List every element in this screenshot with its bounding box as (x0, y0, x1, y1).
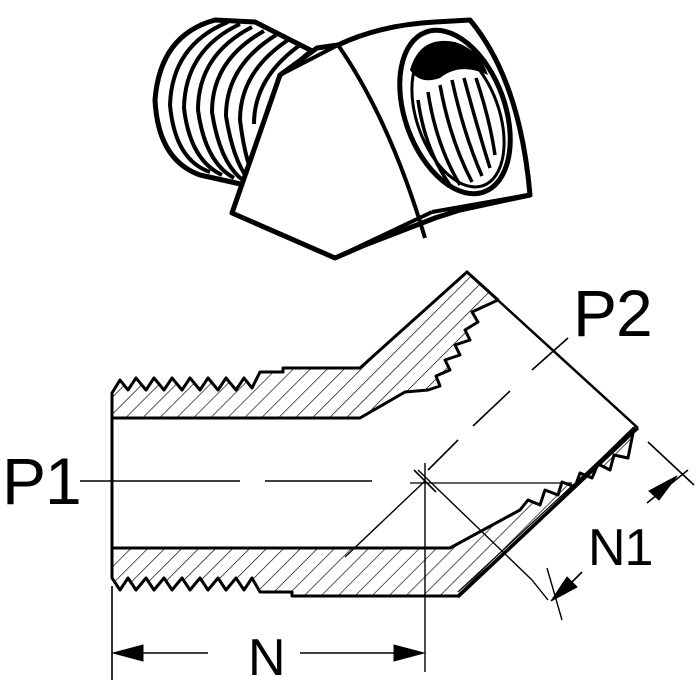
arrow-right-icon (393, 644, 426, 662)
dimension-n1 (546, 441, 695, 621)
dimension-n (111, 586, 426, 680)
arrow-downleft-icon (550, 576, 578, 602)
port-label-p1: P1 (2, 444, 82, 518)
port-label-p2: P2 (573, 276, 653, 350)
dimension-label-n: N (248, 629, 286, 687)
top-wall-section (110, 270, 500, 420)
bottom-wall-section (110, 426, 636, 598)
centerlines (80, 337, 572, 672)
center-mark (413, 469, 437, 493)
section-view (110, 270, 640, 599)
dimension-label-n1: N1 (588, 519, 653, 577)
female-end-face (466, 271, 639, 429)
arrow-upright-icon (648, 475, 678, 501)
arrow-left-icon (111, 644, 144, 662)
female-thread-port (397, 27, 513, 197)
isometric-view (152, 17, 533, 261)
